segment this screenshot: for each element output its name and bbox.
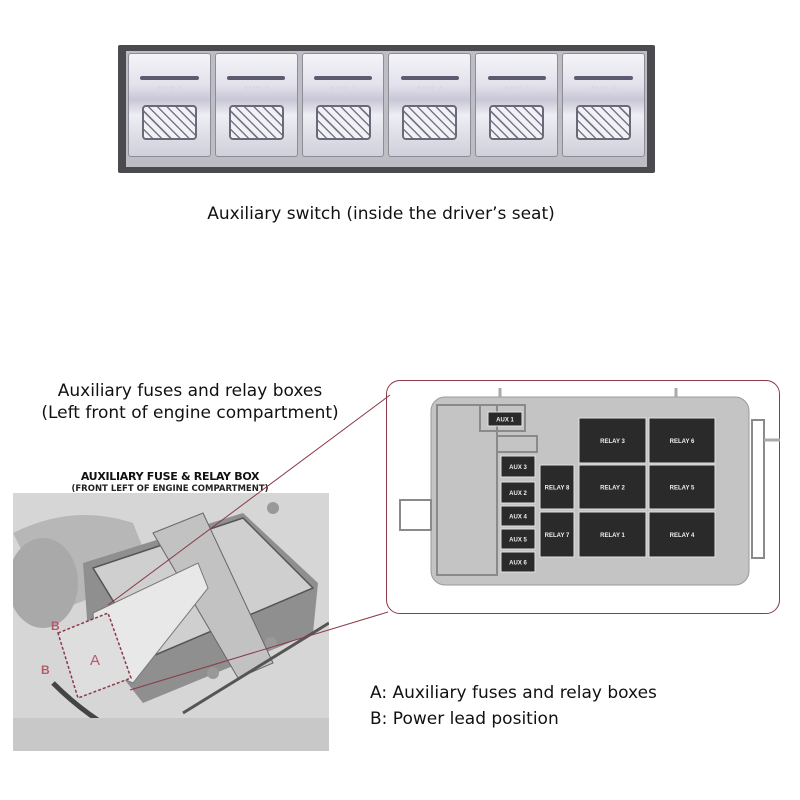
relay-box	[539, 464, 575, 510]
aux-fuse-label: AUX 4	[509, 515, 527, 521]
relay-label: RELAY 6	[670, 439, 695, 445]
switch-rocker	[315, 105, 371, 140]
aux-fuse-box	[500, 505, 536, 527]
switch-label: AUX 4	[416, 84, 444, 94]
switch-label: AUX 3	[329, 84, 357, 94]
relay-box	[648, 464, 716, 510]
switch-caption: Auxiliary switch (inside the driver’s se…	[207, 204, 555, 224]
aux-fuse-label: AUX 5	[509, 538, 527, 544]
fuse-box-callout	[386, 380, 780, 614]
aux-switch: AUX 2	[214, 53, 298, 157]
relay-label: RELAY 7	[545, 533, 570, 539]
switch-indicator	[313, 76, 373, 81]
aux-fuse-box	[500, 481, 536, 504]
aux-switch: AUX 5	[475, 53, 559, 157]
aux-fuse-box	[500, 455, 536, 478]
switch-rocker	[489, 105, 545, 140]
aux-fuse-label: AUX 3	[509, 465, 527, 471]
relay-box	[648, 417, 716, 464]
marker-b-upper: B	[51, 619, 60, 633]
relay-box	[578, 417, 647, 464]
switch-label: AUX 1	[155, 84, 183, 94]
aux-fuse-box	[500, 528, 536, 550]
legend-b: B: Power lead position	[370, 709, 559, 729]
relay-label: RELAY 5	[670, 486, 695, 492]
relay-box	[648, 511, 716, 558]
relay-box	[539, 511, 575, 558]
switch-indicator	[487, 76, 546, 81]
switch-rocker	[228, 105, 284, 140]
relay-label: RELAY 1	[600, 533, 625, 539]
aux-switch: AUX 1	[128, 53, 211, 157]
auxiliary-switch-panel: AUX 1 AUX 2 AUX 3 AUX 4 AUX 5 AUX 6	[118, 45, 655, 173]
relay-box	[578, 464, 647, 510]
relay-label: RELAY 8	[545, 486, 570, 492]
aux-fuse-label: AUX 2	[509, 491, 527, 497]
switch-label: AUX 6	[590, 84, 618, 94]
switch-indicator	[400, 76, 459, 81]
aux-fuse-box	[487, 411, 523, 427]
switch-label: AUX 5	[503, 84, 531, 94]
switch-rocker	[402, 105, 458, 140]
aux-fuse-label: AUX 1	[496, 418, 514, 424]
relay-label: RELAY 3	[600, 439, 625, 445]
switch-rocker	[576, 105, 632, 140]
relay-label: RELAY 2	[600, 486, 625, 492]
switch-indicator	[140, 76, 199, 81]
aux-switch: AUX 3	[301, 53, 385, 157]
legend-a: A: Auxiliary fuses and relay boxes	[370, 683, 657, 703]
aux-switch: AUX 6	[562, 53, 645, 157]
relay-label: RELAY 4	[670, 533, 695, 539]
aux-switch: AUX 4	[388, 53, 472, 157]
relay-box	[578, 511, 647, 558]
aux-fuse-box	[500, 551, 536, 573]
marker-a: A	[90, 652, 100, 669]
marker-b-lower: B	[41, 663, 50, 677]
switch-indicator	[574, 76, 633, 81]
switch-label: AUX 2	[242, 84, 270, 94]
aux-fuse-label: AUX 6	[509, 561, 527, 567]
switch-indicator	[227, 76, 286, 81]
switch-rocker	[141, 105, 197, 140]
